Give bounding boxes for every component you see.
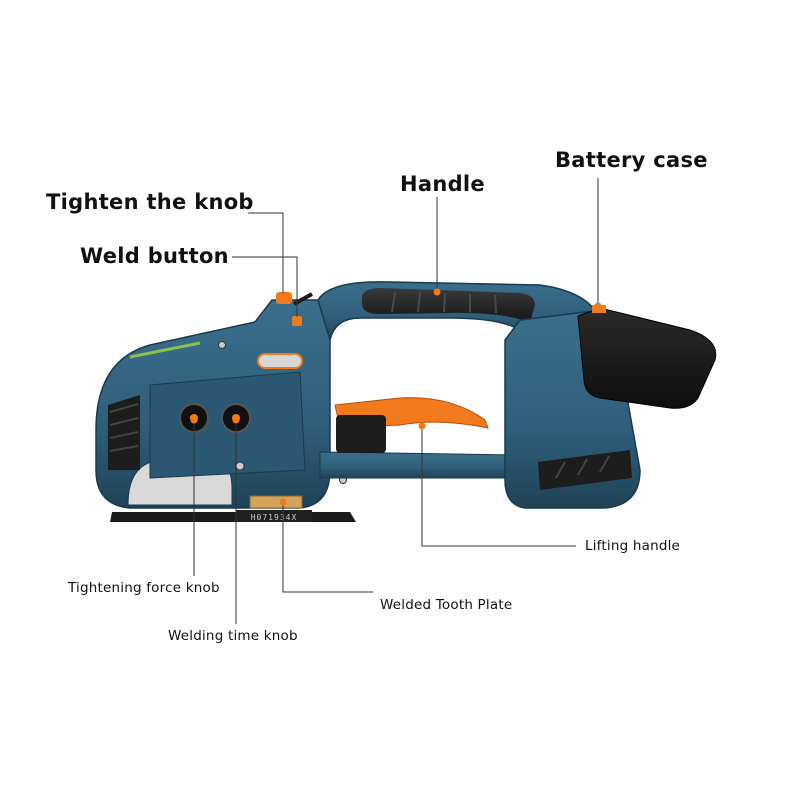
tooth-plate-marking: H071934X <box>251 513 298 522</box>
top-badge <box>257 353 303 369</box>
lever-pivot <box>336 415 386 453</box>
leader-lifting-handle <box>421 426 576 547</box>
label-battery-case: Battery case <box>555 148 708 172</box>
lower-bridge <box>319 451 521 479</box>
leader-tooth-plate <box>282 502 373 593</box>
anchor-dots <box>190 288 602 506</box>
leader-tighten-knob <box>248 212 284 297</box>
screw <box>235 461 245 471</box>
tooth-plate-shape <box>249 495 303 509</box>
battery-pack <box>577 307 717 409</box>
label-welded-tooth-plate: Welded Tooth Plate <box>380 597 513 613</box>
grip-ridges <box>391 291 497 314</box>
base-plate <box>110 512 356 522</box>
label-weld-button: Weld button <box>80 244 229 268</box>
tooth-plate-marking-bg <box>236 510 312 522</box>
label-lifting-handle: Lifting handle <box>585 538 681 554</box>
label-tighten-knob: Tighten the knob <box>46 190 254 214</box>
rear-vent <box>538 450 632 490</box>
leader-weld-button <box>232 256 298 320</box>
label-welding-time-knob: Welding time knob <box>168 628 298 644</box>
label-tightening-force-knob: Tightening force knob <box>68 580 220 596</box>
handle-grip <box>362 288 535 322</box>
screw <box>218 341 226 349</box>
leader-lines <box>193 178 599 624</box>
label-handle: Handle <box>400 172 485 196</box>
side-vent <box>108 395 140 470</box>
accent-stripe <box>129 341 201 359</box>
